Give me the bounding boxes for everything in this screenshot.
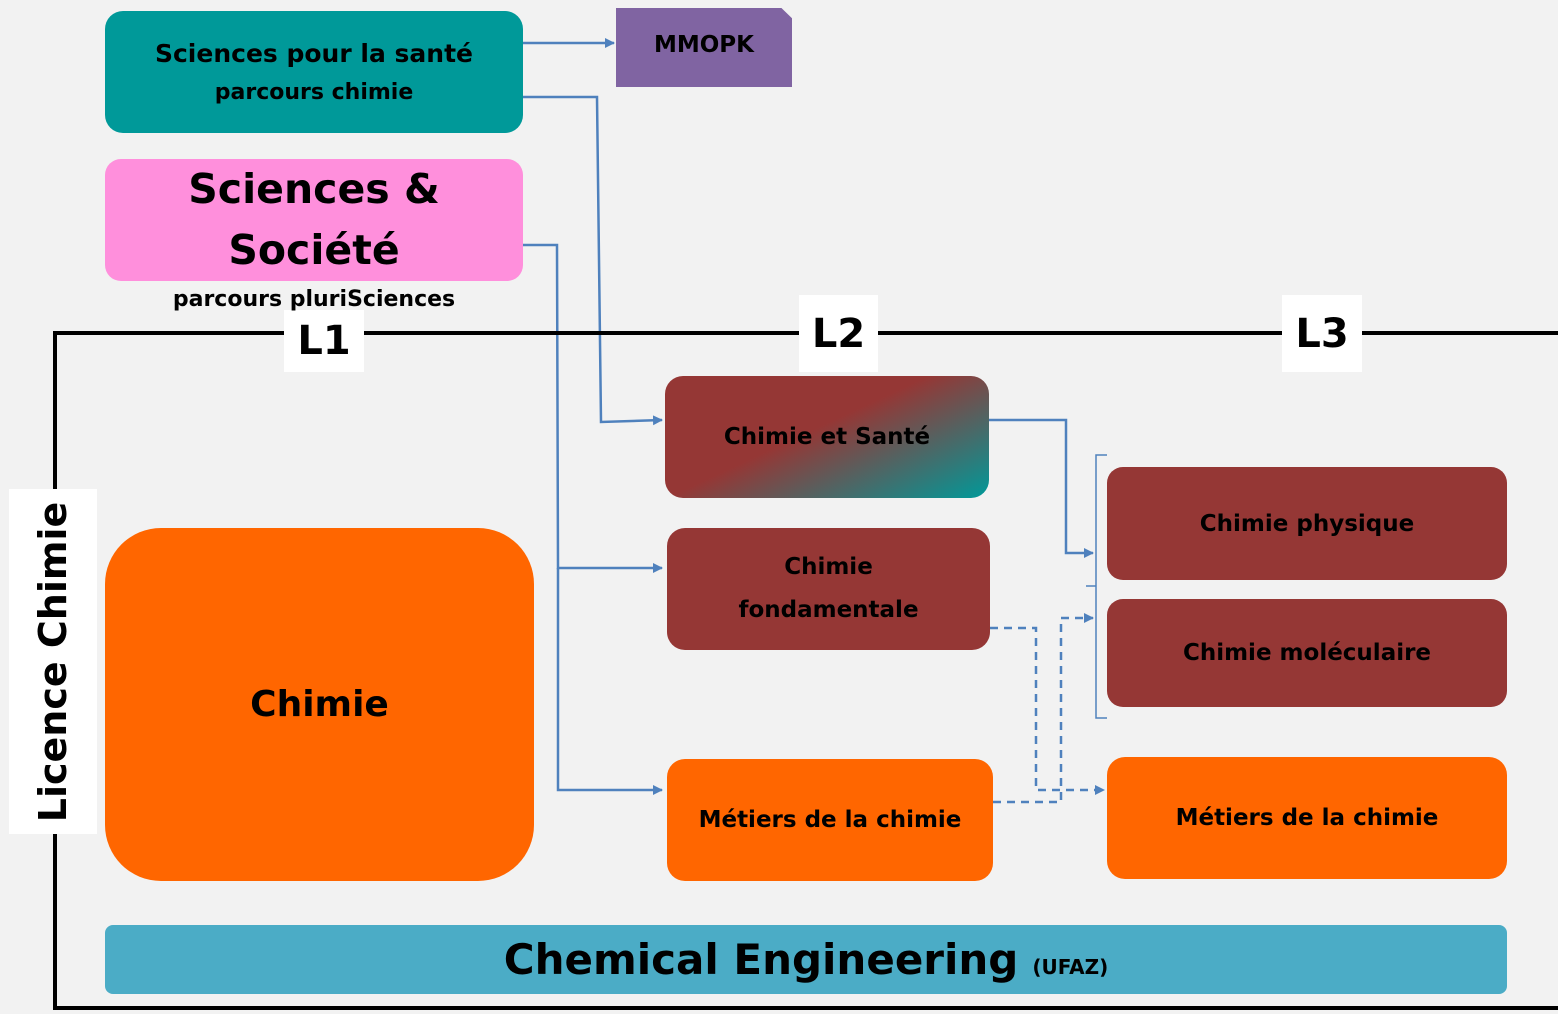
l3-chimie-physique-box: Chimie physique bbox=[1107, 467, 1507, 580]
l3-chimie-moleculaire-box: Chimie moléculaire bbox=[1107, 599, 1507, 707]
sciences-societe-subtitle-box: parcours pluriSciences bbox=[105, 281, 523, 317]
sciences-sante-box: Sciences pour la santé parcours chimie bbox=[105, 11, 523, 133]
sciences-societe-title: Sciences & Société bbox=[188, 165, 440, 274]
l2-chimie-fondamentale-box: Chimie fondamentale bbox=[667, 528, 990, 650]
arrow-chimie-sante-to-l3 bbox=[989, 418, 1094, 558]
licence-chimie-text: Licence Chimie bbox=[31, 501, 76, 822]
year-label-l3: L3 bbox=[1282, 295, 1362, 372]
dashed-fondamentale-to-metiers-l3 bbox=[990, 626, 1105, 795]
l3-chimie-moleculaire-label: Chimie moléculaire bbox=[1182, 640, 1432, 666]
chemical-engineering-title: Chemical Engineering bbox=[503, 935, 1019, 984]
sciences-sante-title: Sciences pour la santé bbox=[154, 39, 473, 68]
chemical-engineering-band: Chemical Engineering (UFAZ) bbox=[105, 925, 1507, 994]
l1-chimie-box: Chimie bbox=[105, 528, 534, 881]
sciences-societe-box: Sciences & Société bbox=[105, 159, 523, 281]
l2-chimie-sante-box: Chimie et Santé bbox=[665, 376, 989, 498]
l2-metiers-label: Métiers de la chimie bbox=[698, 807, 962, 833]
sciences-sante-subtitle: parcours chimie bbox=[214, 80, 414, 105]
l2-chimie-sante-label: Chimie et Santé bbox=[723, 424, 931, 450]
mmopk-label: MMOPK bbox=[653, 31, 754, 58]
l1-chimie-label: Chimie bbox=[250, 684, 389, 725]
chemical-engineering-note: (UFAZ) bbox=[1032, 954, 1109, 979]
licence-chimie-label: Licence Chimie bbox=[9, 489, 97, 834]
arrow-societe-to-metiers-l2 bbox=[556, 568, 663, 795]
l3-metiers-box: Métiers de la chimie bbox=[1107, 757, 1507, 879]
year-label-l1: L1 bbox=[284, 310, 364, 372]
arrow-societe-to-fondamentale bbox=[523, 243, 663, 573]
year-label-l2: L2 bbox=[799, 295, 878, 372]
l3-metiers-label: Métiers de la chimie bbox=[1175, 805, 1439, 831]
mmopk-box: MMOPK bbox=[616, 8, 792, 87]
sciences-societe-subtitle: parcours pluriSciences bbox=[172, 286, 456, 312]
l2-metiers-box: Métiers de la chimie bbox=[667, 759, 993, 881]
dashed-metiers-l2-to-moleculaire bbox=[993, 613, 1094, 804]
l3-bracket bbox=[1086, 454, 1107, 719]
l2-chimie-fondamentale-label: Chimie fondamentale bbox=[738, 554, 919, 623]
arrow-sante-to-chimie-sante bbox=[523, 95, 663, 426]
l3-chimie-physique-label: Chimie physique bbox=[1199, 510, 1415, 537]
